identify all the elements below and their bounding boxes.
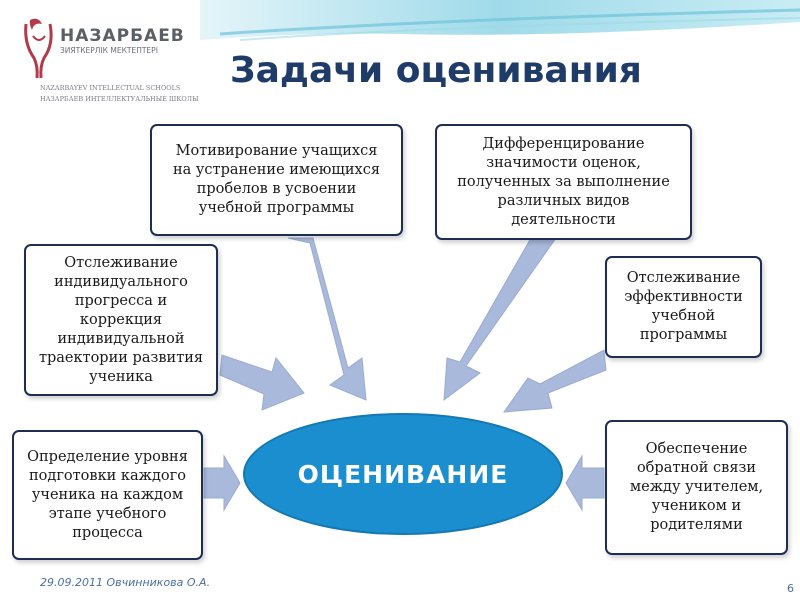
arrow-from-differentiation xyxy=(443,237,557,402)
page-number: 6 xyxy=(787,582,794,595)
logo-english: NAZARBAYEV INTELLECTUAL SCHOOLS xyxy=(40,84,181,92)
logo-title: НАЗАРБАЕВ xyxy=(60,26,185,46)
page-title: Задачи оценивания xyxy=(230,50,642,91)
arrow-from-tracking-effectiveness xyxy=(502,349,607,413)
logo-subtitle: ЗИЯТКЕРЛІК МЕКТЕПТЕРІ xyxy=(60,46,158,55)
arrow-from-level xyxy=(203,454,241,512)
box-level: Определение уровня подготовки каждого уч… xyxy=(12,430,203,560)
arrow-from-tracking-progress xyxy=(219,354,305,411)
box-differentiation: Дифференцирование значимости оценок, пол… xyxy=(435,124,692,240)
nazarbayev-logo: НАЗАРБАЕВ ЗИЯТКЕРЛІК МЕКТЕПТЕРІ NAZARBAY… xyxy=(20,14,205,114)
center-label: ОЦЕНИВАНИЕ xyxy=(297,459,509,489)
arrow-from-feedback xyxy=(565,454,605,512)
box-tracking-progress: Отслеживание индивидуального прогресса и… xyxy=(24,244,218,396)
arrow-from-motivation xyxy=(287,237,367,401)
logo-russian: НАЗАРБАЕВ ИНТЕЛЛЕКТУАЛЬНЫЕ ШКОЛЫ xyxy=(40,95,199,103)
box-feedback: Обеспечение обратной связи между учителе… xyxy=(605,420,788,555)
header-wave xyxy=(200,0,800,41)
nis-emblem-icon xyxy=(24,18,53,79)
center-ellipse: ОЦЕНИВАНИЕ xyxy=(243,413,563,535)
box-motivation: Мотивирование учащихся на устранение име… xyxy=(150,124,403,236)
footer-date-author: 29.09.2011 Овчинникова О.А. xyxy=(40,576,211,589)
box-tracking-effectiveness: Отслеживание эффективности учебной прогр… xyxy=(605,256,762,358)
